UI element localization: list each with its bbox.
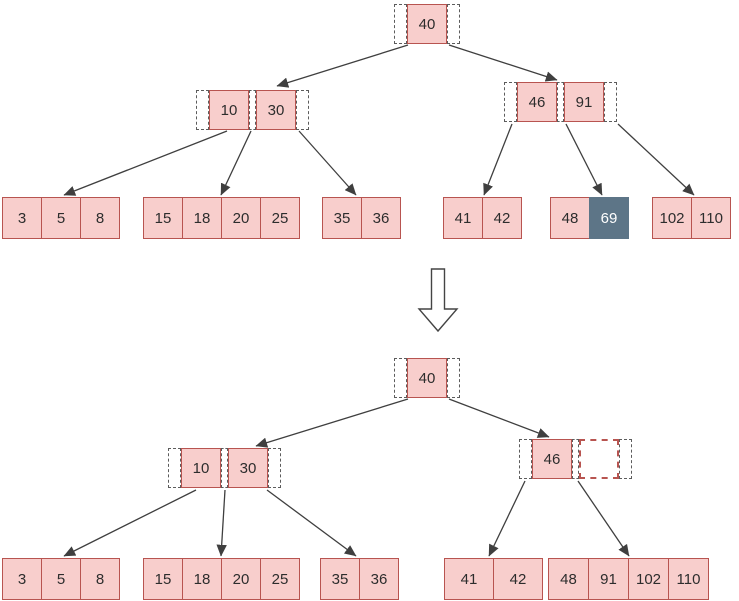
- key-cell: 18: [182, 197, 222, 239]
- edge-left-internal-to-leaf3: [298, 130, 357, 196]
- edge-left-internal-to-leaf1: [63, 489, 197, 557]
- empty-slot: [447, 4, 460, 44]
- key-cell: 48: [548, 558, 589, 600]
- empty-slot: [296, 90, 309, 130]
- edge-root-to-right-internal: [448, 44, 558, 82]
- edge-right-internal-to-leaf6: [617, 123, 695, 196]
- key-cell: 10: [209, 90, 249, 130]
- before-tree-edges: [63, 44, 695, 196]
- edge-right-internal-to-leaf4: [483, 123, 513, 196]
- key-cell: 5: [41, 197, 81, 239]
- empty-slot: [557, 82, 564, 122]
- edge-right-internal-to-leaf4: [488, 480, 526, 557]
- before-leaf-6: 102 110: [652, 197, 731, 239]
- key-cell: 15: [143, 558, 183, 600]
- key-cell: 110: [691, 197, 731, 239]
- key-cell: 3: [2, 197, 42, 239]
- after-left-internal-node: 10 30: [168, 448, 281, 488]
- edge-left-internal-to-leaf1: [63, 130, 228, 196]
- key-cell: 10: [181, 448, 221, 488]
- after-leaf-1: 3 5 8: [2, 558, 120, 600]
- before-leaf-5: 48 69: [550, 197, 629, 239]
- key-cell: 40: [407, 358, 447, 398]
- after-leaf-5: 48 91 102 110: [548, 558, 709, 600]
- edge-left-internal-to-leaf3: [266, 489, 357, 557]
- edge-left-internal-to-leaf2: [216, 489, 227, 557]
- empty-slot: [604, 82, 617, 122]
- key-cell: 46: [517, 82, 557, 122]
- after-right-internal-node: 46: [519, 439, 632, 479]
- key-cell: 42: [493, 558, 543, 600]
- key-cell: 8: [80, 558, 120, 600]
- key-cell: 41: [443, 197, 483, 239]
- empty-slot: [504, 82, 517, 122]
- before-leaf-4: 41 42: [443, 197, 522, 239]
- empty-slot: [196, 90, 209, 130]
- edge-left-internal-to-leaf2: [220, 130, 252, 196]
- before-right-internal-node: 46 91: [504, 82, 617, 122]
- key-cell-highlighted: 69: [589, 197, 629, 239]
- empty-slot: [572, 439, 579, 479]
- key-cell: 102: [652, 197, 692, 239]
- empty-slot: [168, 448, 181, 488]
- after-root-node: 40: [394, 358, 460, 398]
- key-cell: 20: [221, 197, 261, 239]
- edge-root-to-right-internal: [448, 398, 550, 438]
- key-cell: 8: [80, 197, 120, 239]
- key-cell: 15: [143, 197, 183, 239]
- key-cell: 25: [260, 197, 300, 239]
- key-cell: 36: [361, 197, 401, 239]
- before-leaf-3: 35 36: [322, 197, 401, 239]
- key-cell: 30: [256, 90, 296, 130]
- key-cell: 30: [228, 448, 268, 488]
- key-cell: 25: [260, 558, 300, 600]
- key-cell: 110: [668, 558, 709, 600]
- edge-right-internal-to-leaf5: [577, 480, 630, 557]
- key-cell: 5: [41, 558, 81, 600]
- removed-key-slot: [579, 439, 619, 479]
- key-cell: 41: [444, 558, 494, 600]
- key-cell: 36: [359, 558, 399, 600]
- before-leaf-1: 3 5 8: [2, 197, 120, 239]
- key-cell: 48: [550, 197, 590, 239]
- key-cell: 3: [2, 558, 42, 600]
- key-cell: 40: [407, 4, 447, 44]
- edge-root-to-left-internal: [255, 398, 409, 448]
- key-cell: 18: [182, 558, 222, 600]
- empty-slot: [394, 358, 407, 398]
- key-cell: 42: [482, 197, 522, 239]
- empty-slot: [519, 439, 532, 479]
- empty-slot: [221, 448, 228, 488]
- empty-slot: [268, 448, 281, 488]
- after-leaf-2: 15 18 20 25: [143, 558, 300, 600]
- empty-slot: [619, 439, 632, 479]
- key-cell: 35: [320, 558, 360, 600]
- before-leaf-2: 15 18 20 25: [143, 197, 300, 239]
- before-left-internal-node: 10 30: [196, 90, 309, 130]
- key-cell: 20: [221, 558, 261, 600]
- empty-slot: [447, 358, 460, 398]
- after-leaf-4: 41 42: [444, 558, 543, 600]
- transition-down-arrow-icon: [417, 268, 459, 333]
- key-cell: 35: [322, 197, 362, 239]
- key-cell: 91: [588, 558, 629, 600]
- edge-right-internal-to-leaf5: [565, 123, 603, 196]
- key-cell: 46: [532, 439, 572, 479]
- before-root-node: 40: [394, 4, 460, 44]
- empty-slot: [394, 4, 407, 44]
- after-leaf-3: 35 36: [320, 558, 399, 600]
- key-cell: 102: [628, 558, 669, 600]
- after-tree-edges: [63, 398, 630, 557]
- edge-root-to-left-internal: [276, 44, 409, 88]
- empty-slot: [249, 90, 256, 130]
- key-cell: 91: [564, 82, 604, 122]
